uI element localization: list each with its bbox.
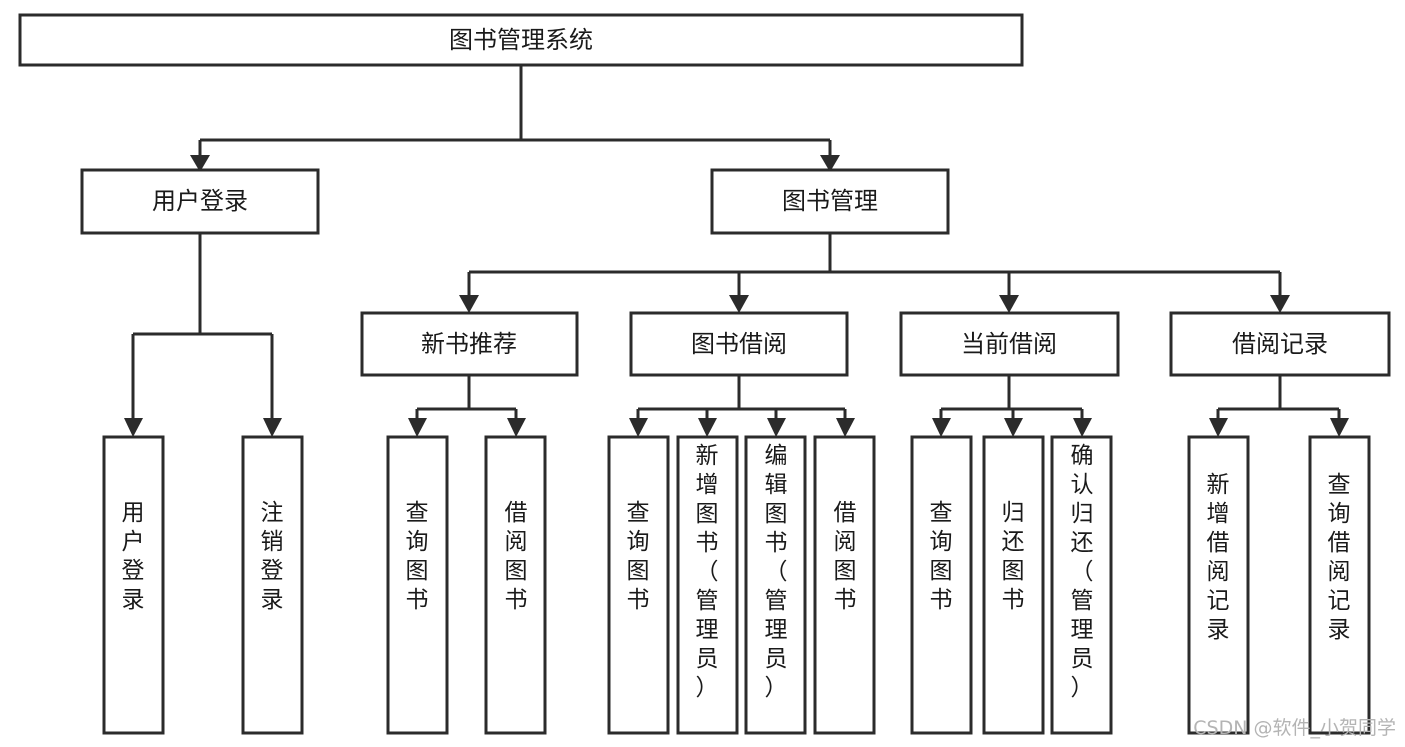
arrow-recommend-borrow-book [507,418,526,437]
node-new-book-recommend-box[interactable] [360,311,579,377]
node-current-confirm-return-box[interactable] [1050,435,1113,735]
node-book-borrow-label: 图书借阅 [691,330,787,358]
node-recommend-borrow-book-box[interactable] [484,435,547,735]
node-borrow-record-box[interactable] [1169,311,1391,377]
arrow-current-query-book [932,418,951,437]
node-root-label: 图书管理系统 [449,26,593,54]
node-user-logout-box[interactable] [241,435,304,735]
node-current-return-book[interactable]: 归还图书 [982,435,1045,735]
node-book-management-box[interactable] [710,168,950,235]
node-root[interactable]: 图书管理系统 [18,13,1024,67]
node-user-logout[interactable]: 注销登录 [241,435,304,735]
node-recommend-query-book[interactable]: 查询图书 [386,435,449,735]
arrow-recommend-query-book [408,418,427,437]
arrow-record-add [1209,418,1228,437]
arrow-borrow-query-book [629,418,648,437]
node-recommend-query-book-box[interactable] [386,435,449,735]
node-borrow-edit-book-label: 编辑图书（管理员） [765,443,788,701]
arrow-borrow-borrow-book [836,418,855,437]
node-borrow-borrow-book[interactable]: 借阅图书 [813,435,876,735]
node-recommend-borrow-book-label: 借阅图书 [505,500,528,613]
arrow-user-login [190,155,210,172]
node-record-query-box[interactable] [1308,435,1371,735]
node-current-return-book-box[interactable] [982,435,1045,735]
node-user-login[interactable]: 用户登录 [80,168,320,235]
arrow-borrow-edit-book [767,418,786,437]
connector-book-borrow-branch [636,375,847,422]
connector-current-borrow-branch [939,375,1084,422]
arrow-current-confirm-return [1073,418,1092,437]
node-borrow-edit-book[interactable]: 编辑图书（管理员） [744,435,807,735]
node-current-borrow-box[interactable] [899,311,1120,377]
node-user-login-do-label: 用户登录 [122,500,145,613]
arrow-borrow-add-book [698,418,717,437]
node-book-borrow-box[interactable] [629,311,849,377]
node-record-add-box[interactable] [1187,435,1250,735]
node-record-query-label: 查询借阅记录 [1328,472,1351,643]
node-current-borrow-label: 当前借阅 [961,330,1057,358]
node-borrow-edit-book-box[interactable] [744,435,807,735]
node-current-confirm-return[interactable]: 确认归还（管理员） [1050,435,1113,735]
arrow-book-management [820,155,840,172]
node-borrow-record-label: 借阅记录 [1232,330,1328,358]
arrow-current-return-book [1004,418,1023,437]
node-borrow-add-book-box[interactable] [676,435,739,735]
node-borrow-add-book[interactable]: 新增图书（管理员） [676,435,739,735]
arrow-current-borrow [999,295,1019,313]
node-current-return-book-label: 归还图书 [1002,500,1025,613]
node-book-management-label: 图书管理 [782,187,878,215]
node-current-query-book-box[interactable] [910,435,973,735]
node-borrow-query-book-box[interactable] [607,435,670,735]
node-borrow-add-book-label: 新增图书（管理员） [696,443,719,701]
connector-book-management-branch [467,233,1282,298]
node-borrow-borrow-book-box[interactable] [813,435,876,735]
node-new-book-recommend-label: 新书推荐 [421,330,517,358]
node-user-login-do-box[interactable] [102,435,165,735]
node-book-management[interactable]: 图书管理 [710,168,950,235]
arrow-user-login-do [124,418,143,437]
node-current-query-book[interactable]: 查询图书 [910,435,973,735]
arrow-borrow-record [1270,295,1290,313]
arrow-book-borrow [729,295,749,313]
node-borrow-query-book-label: 查询图书 [627,500,650,613]
node-borrow-borrow-book-label: 借阅图书 [834,500,857,613]
connector-new-book-recommend-branch [415,375,518,422]
node-record-add-label: 新增借阅记录 [1207,472,1230,643]
csdn-watermark: CSDN @软件_小贺同学 [1193,717,1396,739]
node-root-box[interactable] [18,13,1024,67]
arrow-user-logout [263,418,282,437]
node-new-book-recommend[interactable]: 新书推荐 [360,311,579,377]
connector-user-login-branch [131,233,274,422]
node-current-confirm-return-label: 确认归还（管理员） [1071,443,1094,701]
arrow-record-query [1330,418,1349,437]
node-current-borrow[interactable]: 当前借阅 [899,311,1120,377]
node-borrow-record[interactable]: 借阅记录 [1169,311,1391,377]
node-book-borrow[interactable]: 图书借阅 [629,311,849,377]
connector-root-trunk [198,65,832,158]
node-current-query-book-label: 查询图书 [930,500,953,613]
connector-layer [124,65,1349,437]
node-recommend-query-book-label: 查询图书 [406,500,429,613]
node-user-login-box[interactable] [80,168,320,235]
arrow-new-book-recommend [459,295,479,313]
node-user-login-do[interactable]: 用户登录 [102,435,165,735]
node-record-add[interactable]: 新增借阅记录 [1187,435,1250,735]
node-borrow-query-book[interactable]: 查询图书 [607,435,670,735]
node-user-login-label: 用户登录 [152,187,248,215]
node-record-query[interactable]: 查询借阅记录 [1308,435,1371,735]
node-recommend-borrow-book[interactable]: 借阅图书 [484,435,547,735]
connector-borrow-record-branch [1216,375,1341,422]
node-user-logout-label: 注销登录 [261,500,284,613]
